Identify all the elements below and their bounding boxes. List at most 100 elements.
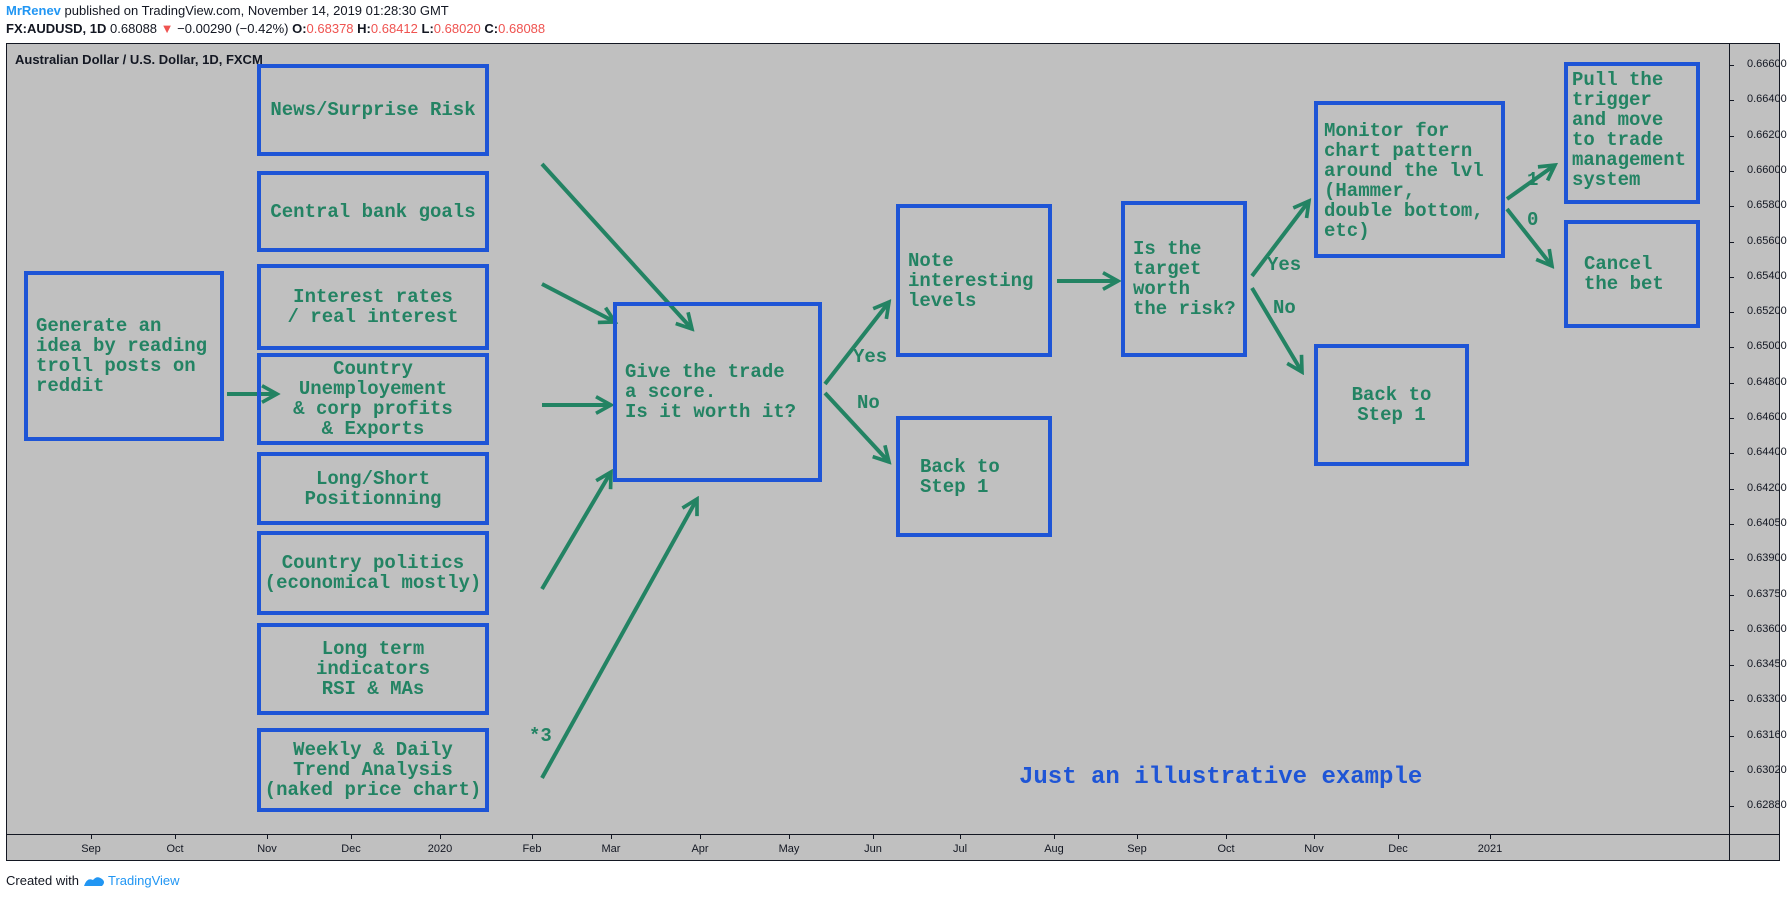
price-tick-label: 0.63600 [1747, 622, 1787, 635]
price-tick-mark [1729, 418, 1734, 419]
time-tick-mark [1314, 834, 1315, 839]
tradingview-logo-icon [83, 876, 104, 886]
price-tick-label: 0.62880 [1747, 799, 1787, 812]
price-tick-mark [1729, 559, 1734, 561]
close-value: 0.68088 [498, 21, 546, 36]
yes-label-risk: Yes [1267, 254, 1302, 276]
factor-long-term-indicators: Long term indicators RSI & MAs [257, 623, 489, 715]
price-tick-mark [1729, 665, 1734, 667]
arrow-monitor-to-trigger [1505, 165, 1555, 201]
price-tick-mark [1729, 65, 1734, 66]
price-tick-label: 0.63020 [1747, 764, 1787, 776]
price-tick-label: 0.64050 [1747, 516, 1787, 529]
arrow-monitor-to-cancel [1505, 207, 1552, 266]
no-label-score: No [857, 392, 880, 414]
branch-label-one: 1 [1527, 169, 1539, 191]
time-tick-mark [873, 834, 874, 839]
publish-info: MrRenev published on TradingView.com, No… [6, 3, 449, 18]
price-tick-label: 0.63300 [1747, 693, 1787, 706]
step-monitor-pattern: Monitor for chart pattern around the lvl… [1314, 101, 1505, 258]
time-tick-label: Sep [81, 843, 101, 855]
time-tick-mark [960, 834, 961, 839]
author-link[interactable]: MrRenev [6, 3, 61, 18]
open-label: O: [292, 21, 307, 36]
time-tick-label: Nov [1304, 843, 1324, 855]
time-tick-label: Jun [864, 843, 882, 855]
factor-unemployment: Country Unemployement & corp profits & E… [257, 353, 489, 445]
price-tick-mark [1729, 806, 1734, 808]
price-tick-label: 0.66400 [1747, 93, 1787, 106]
price-tick-label: 0.63450 [1747, 658, 1787, 671]
price-tick-mark [1729, 276, 1734, 278]
no-label-risk: No [1273, 297, 1296, 319]
ticker: FX:AUDUSD, 1D [6, 21, 107, 36]
time-tick-mark [1490, 834, 1491, 839]
arrow-politics-to-score [540, 472, 611, 591]
arrow-news-to-score [540, 162, 692, 329]
price-tick-mark [1729, 312, 1734, 314]
factor-interest-rates: Interest rates / real interest [257, 264, 489, 350]
time-axis-divider [7, 834, 1779, 835]
price-tick-mark [1729, 735, 1734, 737]
price-tick-label: 0.64400 [1747, 446, 1787, 459]
symbol-info-line: FX:AUDUSD, 1D 0.68088 ▼ −0.00290 (−0.42%… [6, 21, 545, 36]
time-tick-label: Apr [691, 843, 709, 855]
price-tick-label: 0.63160 [1747, 728, 1787, 741]
arrow-rates-to-score [541, 282, 615, 322]
price-tick-mark [1729, 100, 1734, 102]
high-label: H: [357, 21, 371, 36]
publish-text: published on TradingView.com, November 1… [60, 3, 449, 18]
factor-news-risk: News/Surprise Risk [257, 64, 489, 156]
time-tick-mark [91, 834, 92, 839]
low-value: 0.68020 [433, 21, 481, 36]
last-price: 0.68088 [110, 21, 158, 36]
illustrative-note: Just an illustrative example [1019, 764, 1423, 791]
close-label: C: [484, 21, 499, 36]
time-tick-label: Nov [257, 843, 277, 855]
time-tick-label: Jul [952, 843, 968, 855]
footer: Created with TradingView [6, 873, 180, 888]
open-value: 0.68378 [306, 21, 354, 36]
time-tick-mark [1398, 834, 1399, 839]
tradingview-link[interactable]: TradingView [107, 873, 180, 888]
step-pull-trigger: Pull the trigger and move to trade manag… [1564, 62, 1700, 204]
price-tick-mark [1729, 347, 1734, 349]
time-tick-label: 2021 [1477, 843, 1503, 855]
arrow-score-to-back [823, 391, 889, 462]
price-tick-mark [1729, 523, 1734, 525]
arrow-risk-to-back [1250, 286, 1302, 372]
step-generate-idea: Generate an idea by reading troll posts … [24, 271, 224, 441]
price-tick-label: 0.64800 [1747, 375, 1787, 388]
branch-label-zero: 0 [1527, 209, 1539, 231]
time-tick-label: Sep [1127, 843, 1147, 855]
step-score-trade: Give the trade a score. Is it worth it? [613, 302, 822, 482]
price-tick-mark [1729, 135, 1734, 137]
step-note-levels: Note interesting levels [896, 204, 1052, 357]
price-tick-label: 0.65800 [1747, 199, 1787, 212]
time-tick-label: Aug [1044, 843, 1064, 855]
price-tick-mark [1729, 382, 1734, 384]
time-tick-mark [1054, 834, 1055, 839]
arrow-score-to-levels [823, 302, 889, 386]
price-tick-label: 0.64200 [1747, 481, 1787, 494]
low-label: L: [421, 21, 434, 36]
time-tick-label: 2020 [427, 843, 453, 855]
flow-arrows [227, 162, 1729, 779]
time-tick-mark [440, 834, 441, 839]
down-arrow-icon: ▼ [160, 21, 174, 36]
chart-pane[interactable]: Australian Dollar / U.S. Dollar, 1D, FXC… [6, 43, 1787, 861]
factor-central-bank: Central bank goals [257, 171, 489, 252]
price-tick-label: 0.63750 [1747, 587, 1787, 600]
time-tick-mark [700, 834, 701, 839]
arrow-risk-to-monitor [1250, 201, 1309, 278]
step-cancel-bet: Cancel the bet [1564, 220, 1700, 328]
price-tick-label: 0.66200 [1747, 128, 1787, 141]
time-tick-mark [532, 834, 533, 839]
multiplier-label: *3 [529, 725, 552, 747]
time-tick-label: May [778, 843, 800, 855]
price-tick-label: 0.65400 [1747, 269, 1787, 282]
price-tick-mark [1729, 594, 1734, 596]
price-tick-mark [1729, 488, 1734, 490]
price-tick-mark [1729, 453, 1734, 455]
time-tick-mark [351, 834, 352, 839]
